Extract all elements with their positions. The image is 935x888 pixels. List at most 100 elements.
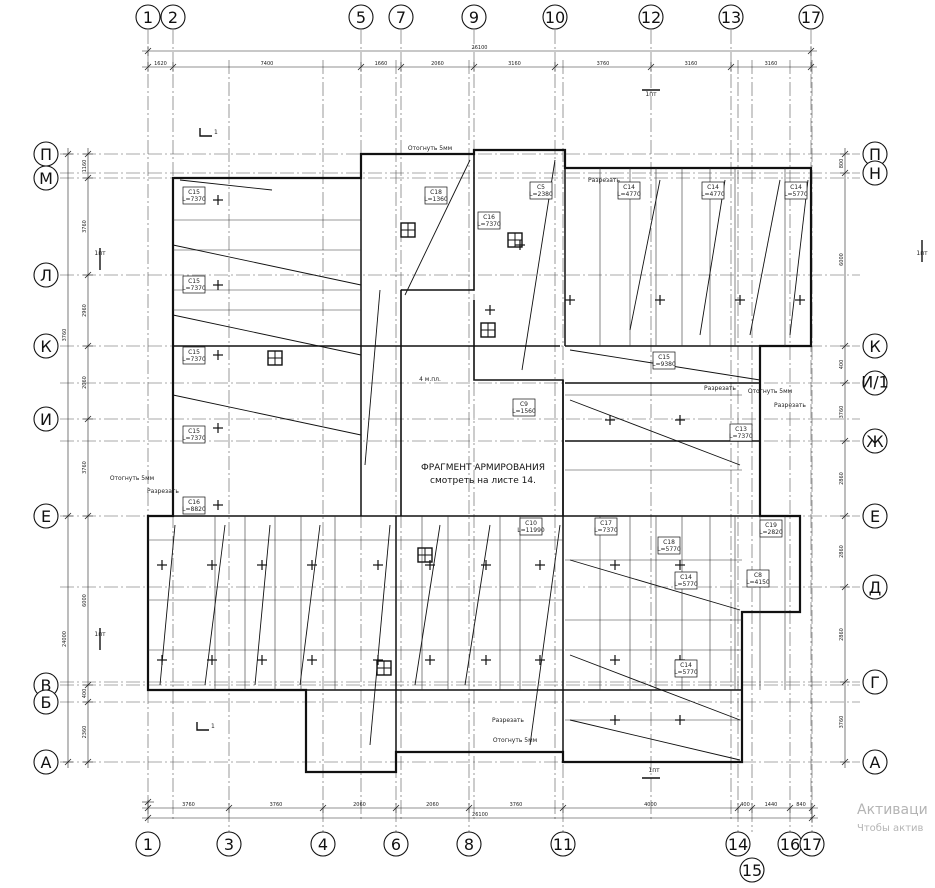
panel-diagonal: [299, 524, 321, 686]
dim-bottom-segments-value: 1440: [765, 802, 778, 808]
dim-left-segments-value: 3760: [82, 220, 88, 233]
panel-tag-box: [674, 659, 698, 678]
panel-tag: С9L=1560: [512, 398, 536, 417]
axis-bottom-7: 15: [739, 857, 765, 883]
axis-right-1-circle: [862, 160, 888, 186]
axis-bottom-1-label: 3: [224, 835, 234, 854]
panel-diagonal: [569, 559, 741, 611]
dim-bottom-total: 26100: [142, 812, 818, 823]
axis-top-1-label: 2: [168, 8, 178, 27]
axis-bottom-0: 1: [135, 831, 161, 857]
axis-left-1: М: [33, 165, 59, 191]
panel-tag-length: L=7370: [477, 221, 501, 228]
axis-bottom-9-circle: [799, 831, 825, 857]
panel-tag-length: L=1360: [424, 196, 448, 203]
panel-tag-box: [674, 571, 698, 590]
panel-tag-box: [182, 186, 206, 205]
panel-diagonal: [749, 179, 781, 336]
activation-watermark-line2: Чтобы актив: [857, 823, 924, 834]
dim-top-segments-value: 1620: [154, 61, 167, 67]
axis-top-1: 2: [160, 4, 186, 30]
axis-left-1-circle: [33, 165, 59, 191]
dim-bottom-segments-value: 2060: [426, 802, 439, 808]
section-mark-top-label: 1: [214, 129, 218, 136]
axis-top-8-label: 17: [801, 8, 821, 27]
bend-label: Отогнуть 5мм: [493, 737, 537, 744]
cut-label: Разрезать: [704, 385, 736, 392]
axis-bottom-2: 4: [310, 831, 336, 857]
dim-right-segments-value: 3760: [839, 716, 845, 729]
panel-tag-id: С16: [483, 214, 495, 221]
dim-right-segments-value: 3760: [839, 406, 845, 419]
dim-top-segments-value: 3160: [685, 61, 698, 67]
dim-bottom-segments-value: 2060: [353, 802, 366, 808]
panel-diagonal: [172, 394, 362, 436]
dim-right-segments-value: 6000: [839, 253, 845, 266]
axis-top-4-label: 9: [469, 8, 479, 27]
axis-right-7-label: Г: [870, 673, 880, 692]
section-mark-top-line: [199, 128, 212, 137]
axis-top-6-circle: [638, 4, 664, 30]
axis-top-3-label: 7: [396, 8, 406, 27]
axis-bottom-5-circle: [550, 831, 576, 857]
panel-tag-box: [759, 519, 783, 538]
bend-label: Отогнуть 5мм: [408, 145, 452, 152]
panel-diagonal: [789, 179, 809, 336]
dim-top-total-value: 26100: [472, 45, 488, 51]
axis-left-3-label: К: [40, 337, 52, 356]
axis-right-5: Е: [862, 503, 888, 529]
dim-left-segments-value: 6000: [82, 594, 88, 607]
axis-right-4: Ж: [862, 428, 888, 454]
dim-bottom-segments-value: 3760: [270, 802, 283, 808]
section-mark-bottom-label: 1: [211, 723, 215, 730]
axis-bottom-2-circle: [310, 831, 336, 857]
axis-bottom-6-label: 14: [728, 835, 748, 854]
axis-left-2: Л: [33, 262, 59, 288]
panel-tag-id: С18: [430, 189, 442, 196]
dim-left-segments-value: 3760: [82, 461, 88, 474]
panel-tag-id: С9: [520, 401, 528, 408]
panel-tag-length: L=7370: [729, 433, 753, 440]
axis-left-8-label: А: [41, 753, 52, 772]
axis-bottom-2-label: 4: [318, 835, 328, 854]
panel-tag-id: С13: [735, 426, 747, 433]
axis-left-0-label: П: [40, 145, 52, 164]
axis-left-4: И: [33, 406, 59, 432]
bend-label: Отогнуть 5мм: [110, 475, 154, 482]
cut-label: Разрезать: [588, 177, 620, 184]
panel-tag-id: С19: [765, 522, 777, 529]
panel-tag-id: С14: [623, 184, 635, 191]
panel-diagonal: [254, 524, 271, 686]
panel-diagonal: [364, 289, 381, 466]
axis-bottom-9: 17: [799, 831, 825, 857]
panel-tag-id: С14: [790, 184, 802, 191]
dim-bottom-total-value: 26100: [472, 812, 488, 818]
section-pt-top: 1пт: [645, 91, 657, 98]
axis-bottom-3-label: 6: [391, 835, 401, 854]
cut-label: Разрезать: [147, 488, 179, 495]
note-line-1: ФРАГМЕНТ АРМИРОВАНИЯ: [421, 463, 545, 473]
axis-right-8: А: [862, 749, 888, 775]
dim-top-segments-value: 7400: [261, 61, 274, 67]
axis-bottom-0-circle: [135, 831, 161, 857]
panel-tag-length: L=5770: [674, 581, 698, 588]
dim-left-segments-value: 400: [82, 689, 88, 699]
panel-tag-box: [519, 517, 543, 536]
axis-left-2-circle: [33, 262, 59, 288]
dim-right-segments-value: 2860: [839, 545, 845, 558]
axis-top-8-circle: [798, 4, 824, 30]
panel-tag-length: L=7370: [182, 285, 206, 292]
axis-bottom-6: 14: [725, 831, 751, 857]
activation-watermark-line1: Активаци: [857, 802, 928, 818]
axis-top-0-label: 1: [143, 8, 153, 27]
